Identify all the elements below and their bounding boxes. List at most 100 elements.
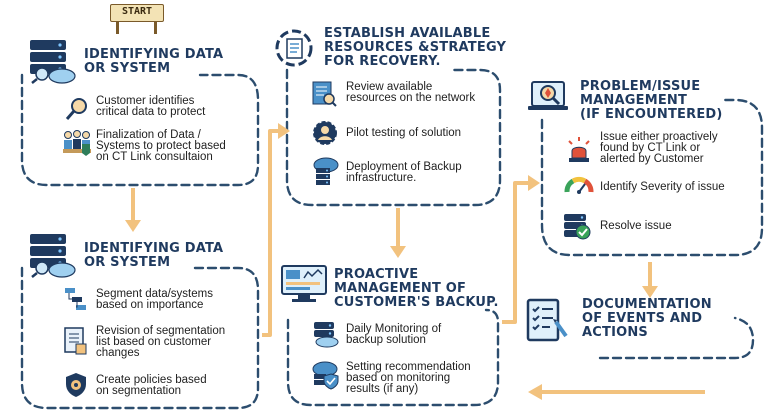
identify2-outline [20, 266, 260, 410]
title-line: (IF ENCOUNTERED) [580, 107, 723, 122]
item-line: Daily Monitoring of [346, 323, 442, 335]
item-line: critical data to protect [96, 106, 206, 118]
item-line: Review available [346, 81, 433, 93]
server-cloud-icon [28, 232, 76, 282]
arrowhead-down-3 [642, 286, 658, 298]
sign-post-left [116, 20, 119, 34]
problem-title: PROBLEM/ISSUE MANAGEMENT (IF ENCOUNTERED… [580, 80, 723, 122]
title-line: OR SYSTEM [84, 61, 171, 76]
item-line: based on importance [96, 299, 204, 311]
item-line: on CT Link consultaion [96, 151, 213, 163]
title-line: FOR RECOVERY. [324, 54, 441, 69]
identify2-title: IDENTIFYING DATA OR SYSTEM [84, 242, 223, 270]
item-line: found by CT Link or [600, 142, 701, 154]
item-line: infrastructure. [346, 172, 417, 184]
start-sign: START [110, 4, 164, 34]
item-line: Identify Severity of issue [600, 181, 725, 193]
item-line: alerted by Customer [600, 153, 704, 165]
title-line: ACTIONS [582, 325, 649, 340]
arrowhead-right-1 [278, 123, 290, 139]
problem-item-2: Identify Severity of issue [600, 181, 725, 193]
item-line: based on monitoring [346, 372, 451, 384]
proactive-outline [286, 308, 500, 407]
checklist-icon [524, 296, 568, 350]
proactive-title: PROACTIVE MANAGEMENT OF CUSTOMER'S BACKU… [334, 268, 499, 310]
arrowhead-right-2 [528, 175, 540, 191]
flowchart-icon [64, 287, 88, 315]
arrow-identify2-to-resources [262, 129, 280, 337]
title-line: PROBLEM/ISSUE [580, 79, 701, 94]
identify1-item-2: Finalization of Data / Systems to protec… [96, 129, 226, 163]
item-line: Deployment of Backup [346, 161, 462, 173]
resources-item-3: Deployment of Backup infrastructure. [346, 161, 462, 184]
cloud-server-icon [310, 156, 340, 190]
network-search-icon [310, 80, 338, 112]
item-line: Resolve issue [600, 220, 672, 232]
item-line: resources on the network [346, 92, 476, 104]
item-line: Issue either proactively [600, 131, 718, 143]
alarm-siren-icon [566, 136, 592, 168]
identify2-item-2: Revision of segmentation list based on c… [96, 325, 226, 359]
sign-post-right [154, 20, 157, 34]
title-line: CUSTOMER'S BACKUP. [334, 295, 499, 310]
item-line: Setting recommendation [346, 361, 471, 373]
identify1-item-1: Customer identifies critical data to pro… [96, 95, 206, 118]
magnifier-icon [64, 96, 90, 126]
policy-shield-icon [64, 372, 88, 402]
item-line: Customer identifies [96, 95, 195, 107]
documentation-title: DOCUMENTATION OF EVENTS AND ACTIONS [582, 298, 712, 340]
identify1-title: IDENTIFYING DATA OR SYSTEM [84, 48, 223, 76]
user-gear-icon [312, 120, 338, 150]
item-line: list based on customer [96, 336, 212, 348]
title-line: IDENTIFYING DATA [84, 241, 224, 256]
item-line: backup solution [346, 334, 426, 346]
title-line: MANAGEMENT [580, 93, 688, 108]
item-line: Create policies based [96, 374, 207, 386]
problem-item-1: Issue either proactively found by CT Lin… [600, 131, 718, 165]
problem-outline [540, 98, 764, 257]
team-meeting-icon [62, 129, 92, 161]
title-line: MANAGEMENT OF [334, 281, 467, 296]
monitor-dashboard-icon [280, 264, 330, 308]
title-line: IDENTIFYING DATA [84, 47, 224, 62]
laptop-search-icon [526, 78, 574, 124]
item-line: Systems to protect based [96, 140, 226, 152]
item-line: on segmentation [96, 385, 182, 397]
title-line: PROACTIVE [334, 267, 419, 282]
title-line: DOCUMENTATION [582, 297, 712, 312]
title-line: OF EVENTS AND [582, 311, 703, 326]
document-list-icon [62, 326, 88, 360]
gauge-icon [564, 174, 594, 198]
item-line: Finalization of Data / [96, 129, 201, 141]
resources-item-2: Pilot testing of solution [346, 127, 462, 139]
proactive-item-2: Setting recommendation based on monitori… [346, 361, 471, 395]
arrowhead-left-1 [528, 384, 542, 400]
arrow-proactive-to-problem [502, 181, 530, 324]
item-line: changes [96, 347, 140, 359]
item-line: results (if any) [346, 383, 419, 395]
identify1-outline [20, 73, 260, 187]
proactive-item-1: Daily Monitoring of backup solution [346, 323, 442, 346]
resources-item-1: Review available resources on the networ… [346, 81, 476, 104]
start-label: START [121, 6, 153, 17]
server-monitor-icon [312, 320, 340, 352]
title-line: OR SYSTEM [84, 255, 171, 270]
arrowhead-down-1 [125, 220, 141, 232]
identify2-item-1: Segment data/systems based on importance [96, 288, 213, 311]
item-line: Segment data/systems [96, 288, 213, 300]
gear-document-icon [272, 28, 318, 74]
item-line: Revision of segmentation [96, 325, 226, 337]
server-cloud-icon [28, 38, 76, 88]
resources-outline [285, 68, 502, 207]
title-line: RESOURCES &STRATEGY [324, 40, 507, 55]
resources-title: ESTABLISH AVAILABLE RESOURCES &STRATEGY … [324, 27, 506, 69]
arrowhead-down-2 [390, 246, 406, 258]
item-line: Pilot testing of solution [346, 127, 462, 139]
cloud-shield-icon [310, 360, 340, 394]
sign-board [110, 4, 164, 22]
identify2-item-3: Create policies based on segmentation [96, 374, 207, 397]
problem-item-3: Resolve issue [600, 220, 672, 232]
server-check-icon [562, 210, 592, 244]
title-line: ESTABLISH AVAILABLE [324, 26, 491, 41]
